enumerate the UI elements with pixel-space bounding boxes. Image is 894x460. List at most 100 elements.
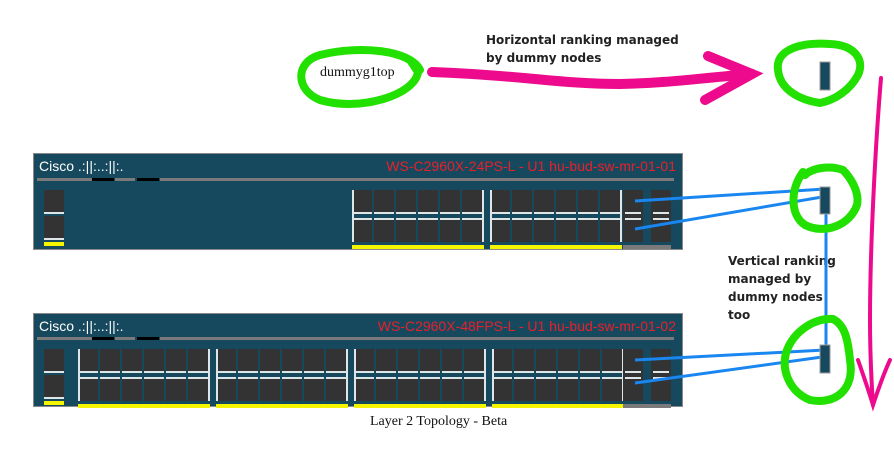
ethernet-port[interactable] <box>188 349 208 373</box>
ethernet-port[interactable] <box>260 377 280 401</box>
uplink-port[interactable] <box>651 349 671 401</box>
switch-1-model: WS-C2960X-24PS-L - U1 hu-bud-sw-mr-01-01 <box>386 158 676 174</box>
ethernet-port[interactable] <box>514 377 534 401</box>
mgmt-port[interactable] <box>44 375 64 399</box>
ethernet-port[interactable] <box>326 377 346 401</box>
ethernet-port[interactable] <box>600 218 620 242</box>
ethernet-port[interactable] <box>578 218 598 242</box>
ethernet-port[interactable] <box>374 190 394 214</box>
ethernet-port[interactable] <box>238 349 258 373</box>
uplink-port[interactable] <box>623 349 643 401</box>
ethernet-port[interactable] <box>354 349 374 373</box>
ethernet-port[interactable] <box>492 349 512 373</box>
ethernet-port[interactable] <box>376 377 396 401</box>
port-divider <box>304 371 324 373</box>
dummy-node-mid[interactable] <box>819 186 831 215</box>
ethernet-port[interactable] <box>462 190 482 214</box>
ethernet-port[interactable] <box>396 218 416 242</box>
ethernet-port[interactable] <box>100 349 120 373</box>
port-divider <box>558 371 578 373</box>
dummy-node-top[interactable] <box>819 61 831 91</box>
ethernet-port[interactable] <box>260 349 280 373</box>
port-divider <box>490 212 510 214</box>
ethernet-port[interactable] <box>216 377 236 401</box>
ethernet-port[interactable] <box>558 377 578 401</box>
ethernet-port[interactable] <box>144 377 164 401</box>
port-divider <box>600 218 620 220</box>
ethernet-port[interactable] <box>374 218 394 242</box>
ethernet-port[interactable] <box>512 218 532 242</box>
horizontal-note-line: by dummy nodes <box>486 51 602 65</box>
ethernet-port[interactable] <box>556 190 576 214</box>
ethernet-port[interactable] <box>534 218 554 242</box>
ethernet-port[interactable] <box>418 190 438 214</box>
ethernet-port[interactable] <box>304 377 324 401</box>
status-bar <box>115 337 135 340</box>
ethernet-port[interactable] <box>144 349 164 373</box>
ethernet-port[interactable] <box>462 218 482 242</box>
ethernet-port[interactable] <box>442 377 462 401</box>
group-edge <box>216 349 218 401</box>
port-divider <box>260 371 280 373</box>
ethernet-port[interactable] <box>354 377 374 401</box>
ethernet-port[interactable] <box>440 218 460 242</box>
ethernet-port[interactable] <box>166 349 186 373</box>
ethernet-port[interactable] <box>188 377 208 401</box>
ethernet-port[interactable] <box>238 377 258 401</box>
ethernet-port[interactable] <box>166 377 186 401</box>
link-line[interactable] <box>634 355 823 385</box>
ethernet-port[interactable] <box>78 377 98 401</box>
ethernet-port[interactable] <box>398 377 418 401</box>
mgmt-port[interactable] <box>44 216 64 240</box>
switch-1[interactable]: Cisco .:||:..:||:. WS-C2960X-24PS-L - U1… <box>33 153 683 250</box>
ethernet-port[interactable] <box>122 349 142 373</box>
port-divider <box>374 212 394 214</box>
ethernet-port[interactable] <box>464 349 484 373</box>
switch-2[interactable]: Cisco .:||:..:||:. WS-C2960X-48FPS-L - U… <box>33 313 683 408</box>
ethernet-port[interactable] <box>514 349 534 373</box>
ethernet-port[interactable] <box>352 218 372 242</box>
dummy-node-bottom[interactable] <box>819 344 831 374</box>
group-edge <box>492 349 494 401</box>
ethernet-port[interactable] <box>536 349 556 373</box>
ethernet-port[interactable] <box>492 377 512 401</box>
ethernet-port[interactable] <box>100 377 120 401</box>
ethernet-port[interactable] <box>578 190 598 214</box>
mgmt-port[interactable] <box>44 349 64 371</box>
ethernet-port[interactable] <box>216 349 236 373</box>
ethernet-port[interactable] <box>122 377 142 401</box>
ethernet-port[interactable] <box>512 190 532 214</box>
ethernet-port[interactable] <box>326 349 346 373</box>
ethernet-port[interactable] <box>420 377 440 401</box>
ethernet-port[interactable] <box>580 349 600 373</box>
ethernet-port[interactable] <box>534 190 554 214</box>
ethernet-port[interactable] <box>490 190 510 214</box>
ethernet-port[interactable] <box>464 377 484 401</box>
ethernet-port[interactable] <box>440 190 460 214</box>
port-divider <box>580 377 600 379</box>
vertical-note-line: managed by <box>728 272 812 286</box>
ethernet-port[interactable] <box>580 377 600 401</box>
ethernet-port[interactable] <box>600 190 620 214</box>
ethernet-port[interactable] <box>78 349 98 373</box>
ethernet-port[interactable] <box>602 377 622 401</box>
ethernet-port[interactable] <box>536 377 556 401</box>
ethernet-port[interactable] <box>396 190 416 214</box>
ethernet-port[interactable] <box>442 349 462 373</box>
ethernet-port[interactable] <box>556 218 576 242</box>
ethernet-port[interactable] <box>352 190 372 214</box>
ethernet-port[interactable] <box>602 349 622 373</box>
ethernet-port[interactable] <box>304 349 324 373</box>
ethernet-port[interactable] <box>490 218 510 242</box>
uplink-port[interactable] <box>651 190 671 242</box>
ethernet-port[interactable] <box>282 349 302 373</box>
link-line[interactable] <box>634 348 826 362</box>
ethernet-port[interactable] <box>558 349 578 373</box>
ethernet-port[interactable] <box>398 349 418 373</box>
ethernet-port[interactable] <box>376 349 396 373</box>
mgmt-port[interactable] <box>44 190 64 212</box>
ethernet-port[interactable] <box>418 218 438 242</box>
ethernet-port[interactable] <box>282 377 302 401</box>
port-divider <box>462 212 482 214</box>
ethernet-port[interactable] <box>420 349 440 373</box>
